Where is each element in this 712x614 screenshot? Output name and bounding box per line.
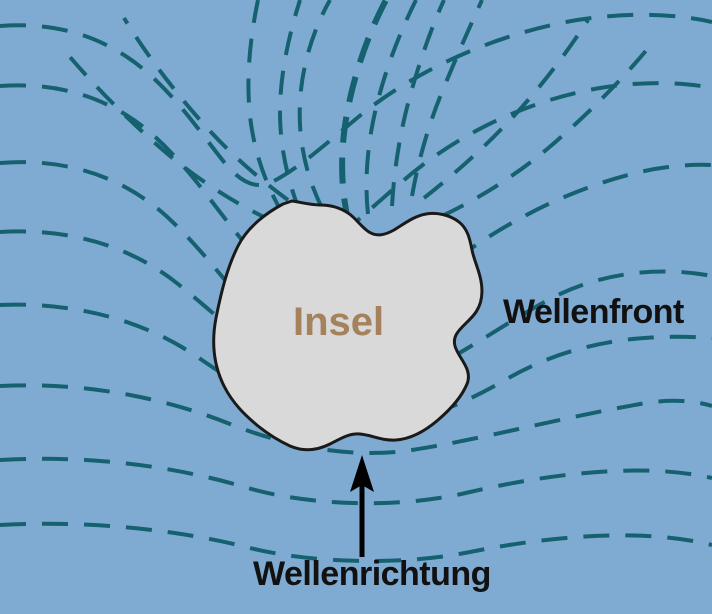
island-shape [212,199,484,452]
wave-direction-label: Wellenrichtung [253,555,491,593]
wavefront-line [0,383,712,455]
wave-direction-arrow [350,455,374,557]
wavefront-line [0,12,712,188]
wavefront-label: Wellenfront [503,293,684,331]
wavefront-line [122,16,290,202]
wavefront-line [0,81,712,269]
wavefront-line [422,18,590,200]
wavefront-line [277,0,302,213]
wavefront-line [410,0,484,197]
wavefront-line [62,48,275,224]
wavefront-group [0,0,712,564]
arrow-head-icon [350,455,374,492]
island-label: Insel [293,300,385,344]
wavefront-line [0,521,712,564]
wavefront-line [441,44,652,218]
wavefront-line [0,456,712,506]
